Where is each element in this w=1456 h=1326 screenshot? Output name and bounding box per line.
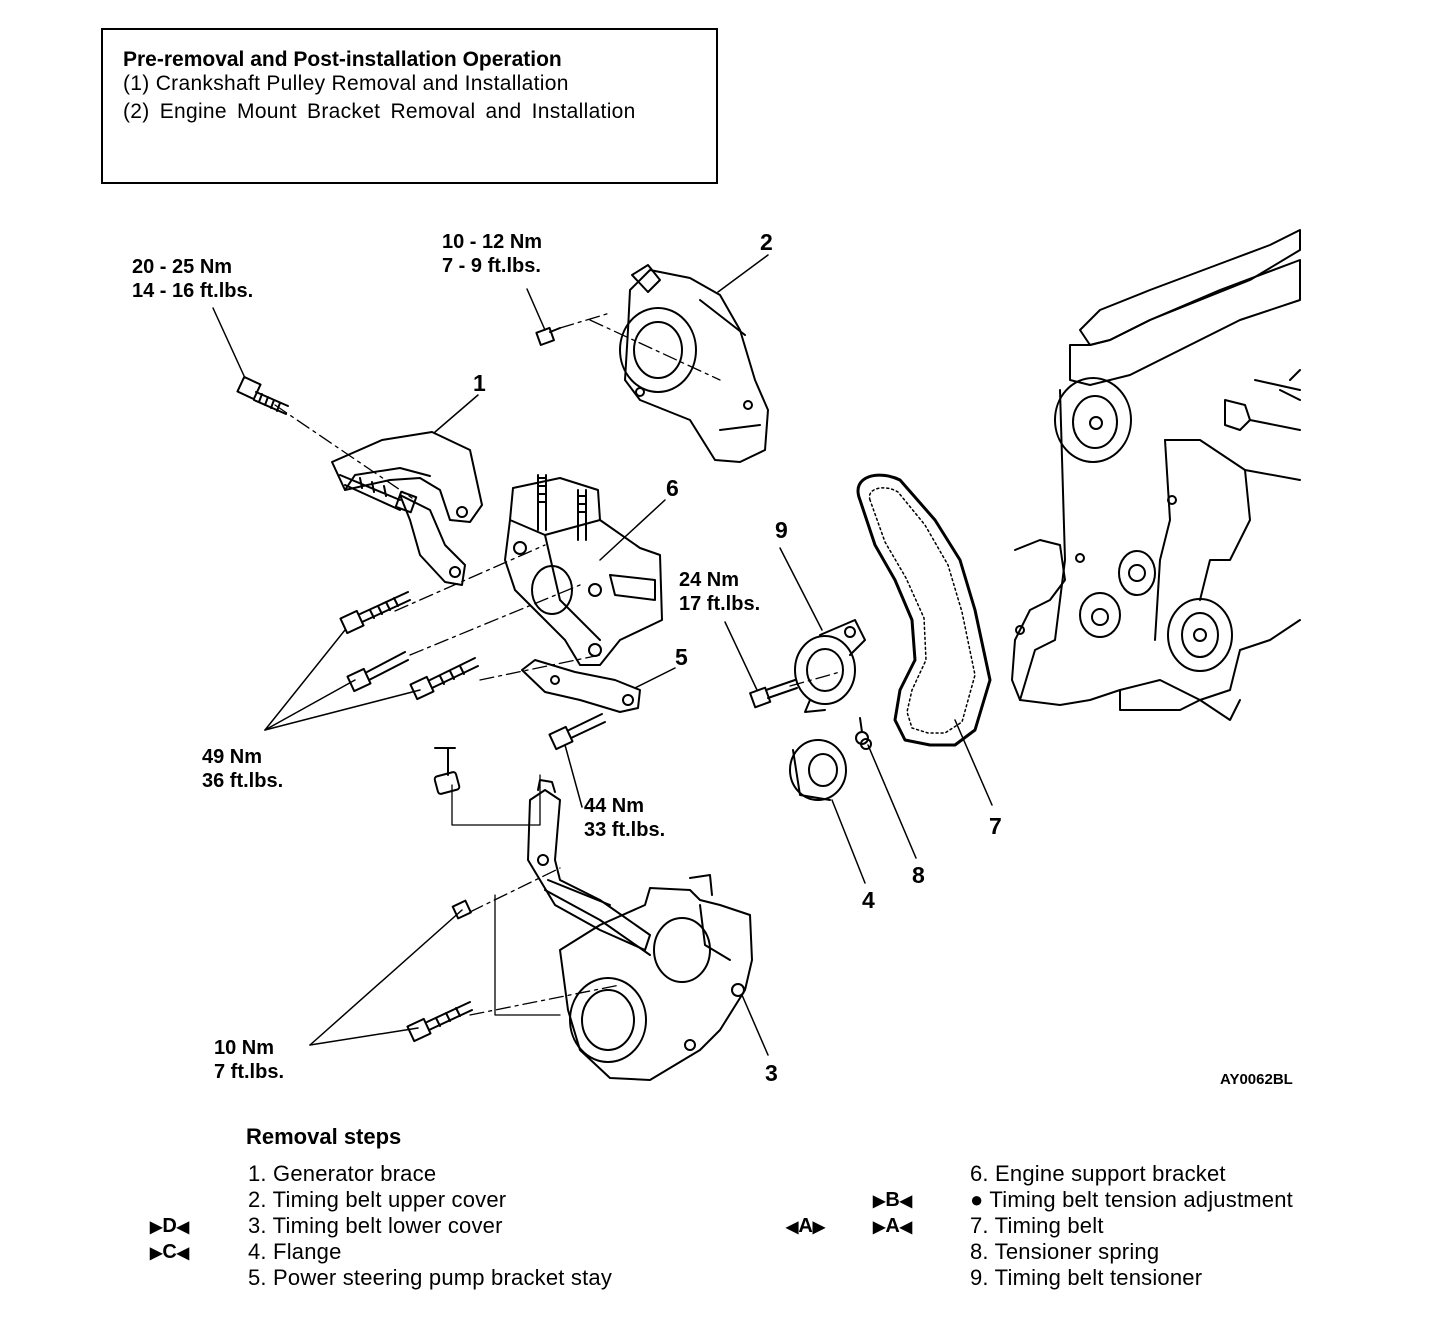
operation-box: Pre-removal and Post-installation Operat… (101, 28, 718, 184)
torque-6-ft: 7 ft.lbs. (214, 1061, 285, 1083)
callout-3: 3 (765, 1060, 778, 1086)
install-mark-B: ▶B◀ (873, 1189, 913, 1211)
bolts-49nm (339, 591, 479, 701)
install-mark-A: ▶A◀ (873, 1215, 913, 1237)
step-8: 8. Tensioner spring (970, 1239, 1160, 1264)
right-triangle-icon: ▶ (873, 1193, 886, 1210)
step-1: 1. Generator brace (248, 1161, 437, 1186)
timing-belt-tensioner (794, 619, 866, 713)
torque-1-ft: 14 - 16 ft.lbs. (132, 280, 254, 302)
right-triangle-icon: ▶ (873, 1219, 886, 1236)
operation-line-2: (2) Engine Mount Bracket Removal and Ins… (123, 100, 636, 123)
left-triangle-icon: ◀ (899, 1219, 913, 1236)
callout-9: 9 (775, 517, 788, 543)
engine-block (1011, 229, 1301, 721)
torque-label-3: 24 Nm 17 ft.lbs. (679, 568, 760, 616)
step-2: 2. Timing belt upper cover (248, 1187, 507, 1212)
step-6: 6. Engine support bracket (970, 1161, 1226, 1186)
generator-brace (331, 431, 483, 586)
callout-2: 2 (760, 229, 773, 255)
step-tension-adjustment: ● Timing belt tension adjustment (970, 1187, 1293, 1212)
callout-7: 7 (989, 813, 1002, 839)
callout-8: 8 (912, 862, 925, 888)
tensioner-spring (855, 717, 872, 750)
timing-belt-lower-cover (559, 874, 753, 1081)
step-4: 4. Flange (248, 1239, 342, 1264)
removal-mark-A: ◀A▶ (786, 1215, 826, 1237)
installation-lines (274, 312, 841, 1016)
torque-1-nm: 20 - 25 Nm (132, 256, 233, 278)
step-5: 5. Power steering pump bracket stay (248, 1265, 613, 1290)
torque-label-2: 10 - 12 Nm 7 - 9 ft.lbs. (442, 230, 542, 278)
torque-3-ft: 17 ft.lbs. (679, 593, 761, 615)
torque-5-nm: 44 Nm (584, 795, 645, 817)
torque-label-1: 20 - 25 Nm 14 - 16 ft.lbs. (132, 255, 253, 303)
left-triangle-icon: ◀ (176, 1219, 190, 1236)
left-triangle-icon: ◀ (899, 1193, 913, 1210)
right-triangle-icon: ▶ (150, 1245, 163, 1262)
right-triangle-icon: ▶ (812, 1219, 826, 1236)
torque-5-ft: 33 ft.lbs. (584, 819, 666, 841)
left-triangle-icon: ◀ (786, 1219, 799, 1236)
bolt-generator-brace (236, 375, 289, 415)
step-3: 3. Timing belt lower cover (248, 1213, 503, 1238)
torque-label-5: 44 Nm 33 ft.lbs. (584, 794, 665, 842)
torque-label-6: 10 Nm 7 ft.lbs. (214, 1036, 284, 1084)
torque-6-nm: 10 Nm (214, 1037, 275, 1059)
bolts-10nm (406, 894, 561, 1043)
removal-steps-title: Removal steps (246, 1124, 402, 1149)
torque-2-ft: 7 - 9 ft.lbs. (442, 255, 541, 277)
flange (789, 739, 847, 801)
torque-4-ft: 36 ft.lbs. (202, 770, 284, 792)
right-triangle-icon: ▶ (150, 1219, 163, 1236)
callout-6: 6 (666, 475, 679, 501)
connector-clip (433, 747, 541, 826)
torque-4-nm: 49 Nm (202, 746, 263, 768)
install-mark-C: ▶C◀ (150, 1241, 190, 1263)
callout-1: 1 (473, 370, 486, 396)
figure-code: AY0062BL (1220, 1071, 1293, 1088)
step-9: 9. Timing belt tensioner (970, 1265, 1203, 1290)
ps-pump-bracket-stay (521, 659, 641, 713)
leader-lines (212, 254, 993, 1056)
left-triangle-icon: ◀ (176, 1245, 190, 1262)
bolt-24nm (749, 679, 798, 709)
torque-label-4: 49 Nm 36 ft.lbs. (202, 745, 283, 793)
timing-belt-upper-cover (619, 264, 769, 463)
torque-3-nm: 24 Nm (679, 569, 740, 591)
engine-support-bracket (504, 474, 663, 666)
callout-4: 4 (862, 887, 875, 913)
lower-bracket (527, 779, 651, 956)
bolt-44nm (548, 713, 606, 751)
callout-5: 5 (675, 644, 688, 670)
timing-belt (856, 473, 992, 747)
bolt-upper-cover (535, 326, 561, 346)
step-7: 7. Timing belt (970, 1213, 1104, 1238)
operation-line-1: (1) Crankshaft Pulley Removal and Instal… (123, 72, 569, 95)
install-mark-D: ▶D◀ (150, 1215, 190, 1237)
operation-title: Pre-removal and Post-installation Operat… (123, 48, 562, 71)
torque-2-nm: 10 - 12 Nm (442, 231, 543, 253)
